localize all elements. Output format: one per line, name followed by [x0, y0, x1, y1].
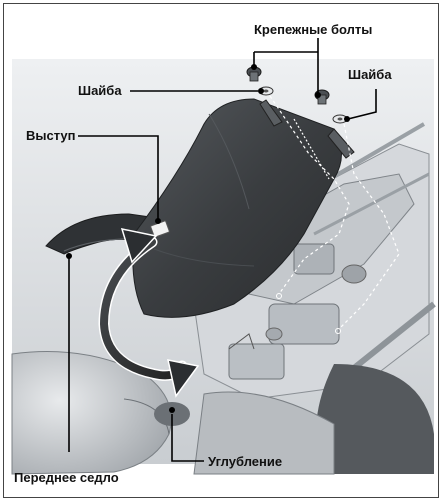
tab-label: Выступ — [26, 128, 76, 143]
recess-label: Углубление — [208, 454, 282, 469]
front-seat-label: Переднее седло — [14, 470, 119, 485]
washer-left-label: Шайба — [78, 83, 122, 98]
mounting-bolts-label: Крепежные болты — [254, 22, 372, 37]
washer-right-label: Шайба — [348, 67, 392, 82]
diagram-frame: Крепежные болты Шайба Шайба Выступ Перед… — [3, 3, 439, 498]
